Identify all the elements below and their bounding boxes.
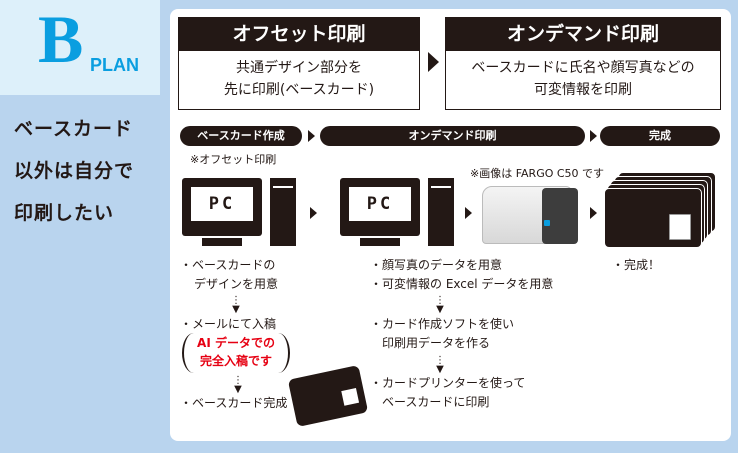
arrow-right-icon	[590, 207, 597, 219]
arrow-right-icon	[428, 52, 439, 72]
step-complete: 完成	[600, 126, 720, 146]
offset-desc: 共通デザイン部分を	[236, 60, 362, 76]
ondemand-desc: ベースカードに氏名や顔写真などの	[471, 60, 695, 76]
pc-label: PC	[349, 187, 411, 221]
finished-cards-stack	[604, 172, 716, 252]
plan-logo-panel: B PLAN	[0, 0, 160, 95]
step-text: ・カードプリンターを使って	[370, 376, 526, 390]
card-printer-image	[482, 182, 580, 246]
ondemand-desc: 可変情報を印刷	[534, 82, 632, 98]
offset-title: オフセット印刷	[179, 18, 419, 51]
plan-description: ベースカード 以外は自分で 印刷したい	[14, 108, 134, 234]
step-text: ・顔写真のデータを用意	[370, 258, 503, 272]
ondemand-title: オンデマンド印刷	[446, 18, 720, 51]
arrow-right-icon	[465, 207, 472, 219]
ai-data-line: AI データでの	[197, 336, 275, 350]
offset-note: ※オフセット印刷	[190, 153, 277, 166]
arrow-right-icon	[590, 130, 597, 142]
desc-line: 以外は自分で	[14, 160, 135, 182]
ondemand-steps: ・カードプリンターを使って ベースカードに印刷	[370, 374, 525, 412]
arrow-down-icon: ⋮▼	[435, 355, 445, 375]
plan-letter: B	[38, 1, 84, 77]
ai-data-note: AI データでの完全入稿です	[190, 334, 282, 370]
base-card-steps: ・ベースカードの デザインを用意	[180, 256, 278, 294]
offset-print-box: オフセット印刷 共通デザイン部分を先に印刷(ベースカード)	[178, 17, 420, 110]
step-text: ・ベースカードの	[180, 258, 276, 272]
step-text: ・ベースカード完成	[180, 396, 288, 410]
step-base-card: ベースカード作成	[180, 126, 302, 146]
step-text: ・可変情報の Excel データを用意	[370, 277, 554, 291]
step-text: ・完成！	[612, 258, 661, 272]
ondemand-print-box: オンデマンド印刷 ベースカードに氏名や顔写真などの可変情報を印刷	[445, 17, 721, 110]
step-text: ・メールにて入稿	[180, 317, 277, 331]
arrow-down-icon: ⋮▼	[233, 375, 243, 395]
step-text: デザインを用意	[194, 277, 279, 291]
emphasis-brackets	[182, 333, 290, 373]
desc-line: 印刷したい	[14, 202, 115, 224]
offset-desc: 先に印刷(ベースカード)	[223, 82, 375, 98]
step-text: 印刷用データを作る	[382, 336, 491, 350]
step-ondemand: オンデマンド印刷	[320, 126, 585, 146]
step-text: ベースカードに印刷	[382, 395, 490, 409]
arrow-right-icon	[308, 130, 315, 142]
printer-note: ※画像は FARGO C50 です	[470, 167, 605, 180]
pc-tower-icon	[270, 178, 296, 246]
ai-data-line: 完全入稿です	[199, 354, 272, 368]
monitor-stand	[202, 238, 242, 246]
desc-line: ベースカード	[14, 118, 134, 140]
arrow-down-icon: ⋮▼	[435, 295, 445, 315]
pc-tower-icon	[428, 178, 454, 246]
pc-monitor-icon: PC	[182, 178, 262, 236]
plan-word: PLAN	[90, 55, 139, 75]
arrow-down-icon: ⋮▼	[231, 295, 241, 315]
ondemand-steps: ・顔写真のデータを用意 ・可変情報の Excel データを用意	[370, 256, 553, 294]
ondemand-steps: ・カード作成ソフトを使い 印刷用データを作る	[370, 315, 514, 353]
pc-label: PC	[191, 187, 253, 221]
monitor-stand	[360, 238, 400, 246]
step-text: ・カード作成ソフトを使い	[370, 317, 515, 331]
pc-monitor-icon: PC	[340, 178, 420, 236]
arrow-right-icon	[310, 207, 317, 219]
